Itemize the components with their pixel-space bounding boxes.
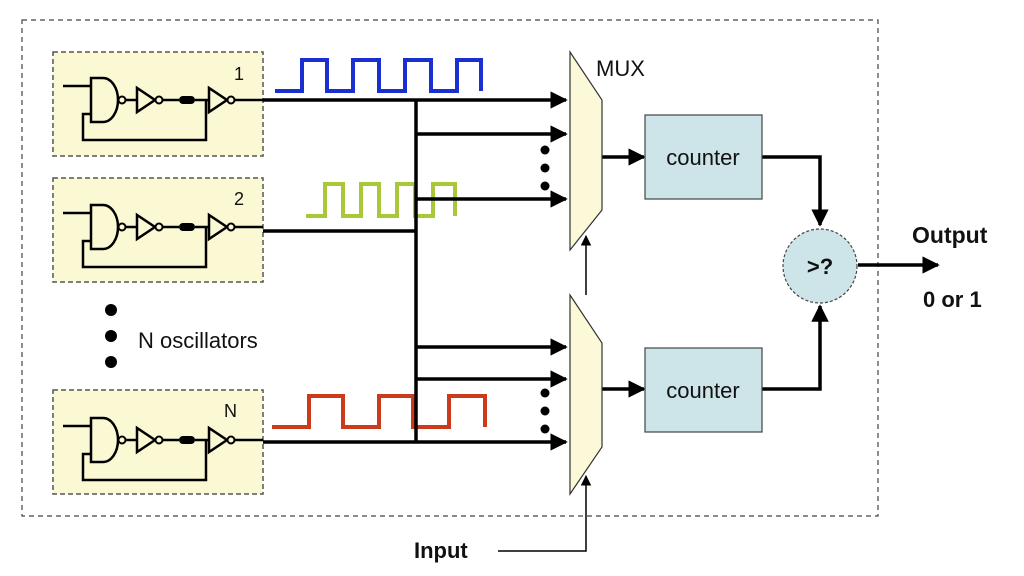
- oscillator-label: N: [224, 401, 237, 421]
- oscillator-label: 1: [234, 64, 244, 84]
- wire-counter1-to-comparator: [762, 155, 829, 227]
- oscillator-2: 2: [52, 177, 265, 283]
- oscillator-n: N: [52, 389, 265, 495]
- counter-label: counter: [666, 145, 739, 170]
- wires: [263, 91, 940, 451]
- ellipsis-dot: [105, 330, 117, 342]
- comparator: [782, 228, 858, 304]
- ellipsis-dot: [105, 356, 117, 368]
- input-label: Input: [414, 538, 468, 563]
- mux-label: MUX: [596, 56, 645, 81]
- output-label: Output: [912, 222, 988, 248]
- waveform-oscillator-1: [275, 58, 483, 93]
- select-lines: [498, 234, 592, 552]
- waveform-oscillator-n: [272, 394, 487, 429]
- comparator-label: >?: [807, 254, 833, 279]
- counter-2: [644, 347, 763, 433]
- mux-ellipsis: [540, 145, 550, 434]
- mux-2: [569, 293, 603, 496]
- waveform-oscillator-2: [306, 182, 457, 218]
- wire-counter2-to-comparator: [762, 304, 829, 391]
- oscillator-label: 2: [234, 189, 244, 209]
- mux-1: [569, 50, 603, 252]
- system-boundary: [21, 19, 879, 517]
- counter-label: counter: [666, 378, 739, 403]
- select-line-mux2: [498, 474, 592, 552]
- n-oscillators-label: N oscillators: [138, 328, 258, 353]
- oscillator-1: 1: [52, 51, 265, 157]
- output-values: 0 or 1: [923, 287, 982, 312]
- ellipsis-dot: [105, 304, 117, 316]
- counter-1: [644, 114, 763, 200]
